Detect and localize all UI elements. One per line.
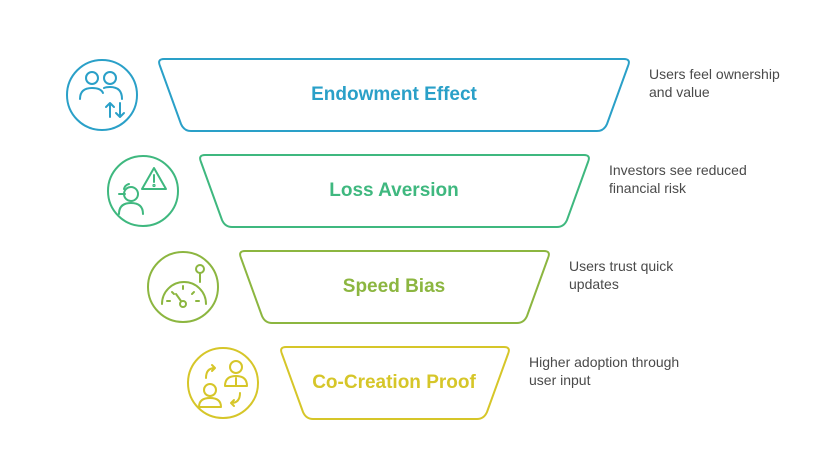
description-line: financial risk: [609, 180, 687, 196]
description-line: updates: [569, 276, 619, 292]
tier-speed-bias: [147, 250, 550, 324]
band-co-creation-proof: [280, 346, 510, 420]
tier-endowment-effect: [66, 58, 630, 132]
tier-description-co-creation-proof: Higher adoption through user input: [529, 353, 729, 389]
band-loss-aversion: [199, 154, 590, 228]
icon-circle-endowment-effect: [66, 59, 138, 131]
description-line: Higher adoption through: [529, 354, 680, 370]
description-line: user input: [529, 372, 591, 388]
description-line: Users trust quick: [569, 258, 674, 274]
icon-circle-co-creation-proof: [187, 347, 259, 419]
tier-label-endowment-effect: Endowment Effect: [311, 84, 477, 105]
tier-description-speed-bias: Users trust quick updates: [569, 257, 769, 293]
description-line: and value: [649, 84, 710, 100]
tier-label-speed-bias: Speed Bias: [342, 276, 446, 297]
collaboration-icon: [198, 360, 248, 408]
description-line: Investors see reduced: [609, 162, 747, 178]
tier-label-co-creation-proof: Co-Creation Proof: [312, 372, 476, 393]
band-speed-bias: [239, 250, 550, 324]
users-exchange-icon: [79, 71, 125, 118]
tier-loss-aversion: [107, 154, 590, 228]
icon-circle-loss-aversion: [107, 155, 179, 227]
speedometer-icon: [161, 264, 207, 308]
band-endowment-effect: [158, 58, 630, 132]
description-line: Users feel ownership: [649, 66, 780, 82]
tier-label-loss-aversion: Loss Aversion: [329, 180, 459, 201]
tier-description-loss-aversion: Investors see reduced financial risk: [609, 161, 809, 197]
tier-co-creation-proof: [187, 346, 510, 420]
tier-description-endowment-effect: Users feel ownership and value: [649, 65, 823, 101]
person-warning-icon: [118, 167, 167, 215]
icon-circle-speed-bias: [147, 251, 219, 323]
